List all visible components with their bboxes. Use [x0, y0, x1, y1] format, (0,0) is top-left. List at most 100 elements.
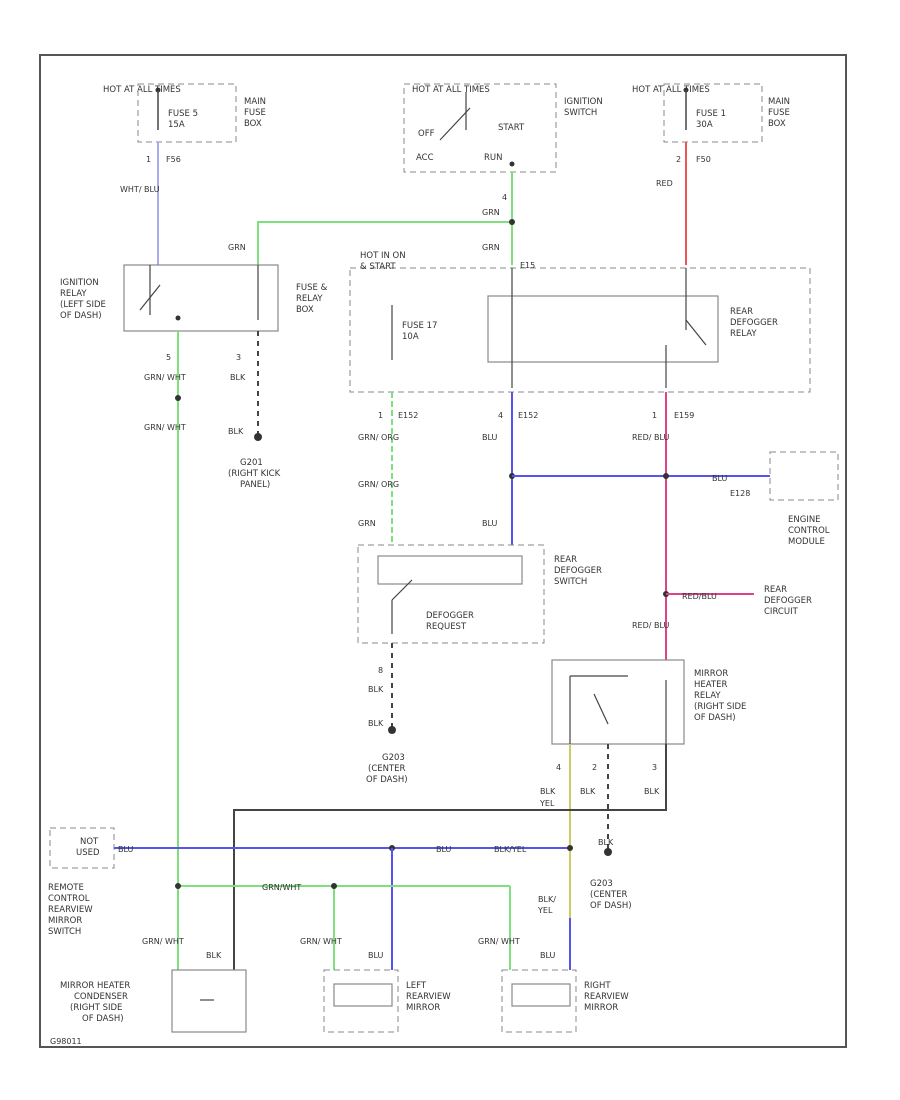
svg-text:1: 1	[652, 411, 657, 420]
svg-text:E152: E152	[398, 411, 418, 420]
svg-text:RED/BLU: RED/BLU	[682, 592, 717, 601]
svg-text:4: 4	[498, 411, 503, 420]
svg-text:GRN/ ORG: GRN/ ORG	[358, 480, 399, 489]
svg-text:G203: G203	[382, 753, 405, 763]
svg-text:4: 4	[502, 193, 507, 202]
svg-text:REARVIEW: REARVIEW	[48, 905, 93, 915]
wire-grn-to-relay	[257, 221, 512, 265]
svg-text:GRN/ WHT: GRN/ WHT	[144, 373, 186, 382]
svg-text:G201: G201	[240, 458, 263, 468]
svg-text:E159: E159	[674, 411, 694, 420]
main-fuse-box-left-1: MAIN	[244, 97, 266, 107]
svg-text:MIRROR: MIRROR	[584, 1003, 618, 1013]
svg-text:(LEFT SIDE: (LEFT SIDE	[60, 300, 106, 310]
svg-text:FUSE 17: FUSE 17	[402, 321, 437, 331]
svg-text:RELAY: RELAY	[296, 294, 323, 304]
svg-text:E128: E128	[730, 489, 750, 498]
main-fuse-box-right-2: FUSE	[768, 108, 790, 118]
fuse1-name: FUSE 1	[696, 109, 726, 119]
svg-text:G203: G203	[590, 879, 613, 889]
ign-acc: ACC	[416, 153, 434, 163]
svg-text:BLU: BLU	[482, 433, 498, 442]
svg-text:RELAY: RELAY	[694, 691, 721, 701]
svg-text:CONTROL: CONTROL	[788, 526, 830, 536]
svg-text:MODULE: MODULE	[788, 537, 825, 547]
fuse5-amps: 15A	[168, 120, 185, 130]
svg-text:RELAY: RELAY	[60, 289, 87, 299]
svg-text:CONTROL: CONTROL	[48, 894, 90, 904]
svg-text:(RIGHT SIDE: (RIGHT SIDE	[70, 1003, 122, 1013]
svg-text:FUSE &: FUSE &	[296, 283, 328, 293]
svg-text:GRN: GRN	[482, 243, 500, 252]
main-fuse-box-left-2: FUSE	[244, 108, 266, 118]
svg-text:MIRROR: MIRROR	[694, 669, 728, 679]
svg-text:F50: F50	[696, 155, 711, 164]
svg-text:4: 4	[556, 763, 561, 772]
svg-text:BLK: BLK	[540, 787, 556, 796]
svg-text:BLK: BLK	[368, 719, 384, 728]
svg-text:GRN/ WHT: GRN/ WHT	[300, 937, 342, 946]
svg-text:HOT IN ON: HOT IN ON	[360, 251, 406, 261]
svg-text:BLK: BLK	[230, 373, 246, 382]
svg-text:MIRROR HEATER: MIRROR HEATER	[60, 981, 130, 991]
svg-text:5: 5	[166, 353, 171, 362]
footer-code: G98011	[50, 1037, 82, 1046]
svg-text:1: 1	[146, 155, 151, 164]
left-rearview-mirror: LEFT REARVIEW MIRROR	[323, 969, 451, 1033]
svg-text:GRN/WHT: GRN/WHT	[262, 883, 301, 892]
svg-text:CONDENSER: CONDENSER	[74, 992, 128, 1002]
svg-text:OF DASH): OF DASH)	[590, 901, 632, 911]
svg-text:BLK/YEL: BLK/YEL	[494, 845, 527, 854]
ign-run: RUN	[484, 153, 503, 163]
mirror-heater-relay: MIRROR HEATER RELAY (RIGHT SIDE OF DASH)	[551, 659, 746, 745]
svg-text:PANEL): PANEL)	[240, 480, 270, 490]
svg-text:2: 2	[592, 763, 597, 772]
svg-text:GRN/ ORG: GRN/ ORG	[358, 433, 399, 442]
svg-text:YEL: YEL	[537, 906, 553, 915]
svg-text:BLU: BLU	[540, 951, 556, 960]
fuse-relay-box: FUSE & RELAY BOX HOT IN ON & START FUSE …	[296, 251, 811, 393]
svg-text:REQUEST: REQUEST	[426, 622, 467, 632]
svg-text:E152: E152	[518, 411, 538, 420]
svg-text:BLK: BLK	[228, 427, 244, 436]
wire-label-red: RED	[656, 179, 673, 188]
svg-text:MIRROR: MIRROR	[406, 1003, 440, 1013]
svg-text:REAR: REAR	[730, 307, 753, 317]
ign-start: START	[498, 123, 525, 133]
mirror-heater-condenser: MIRROR HEATER CONDENSER (RIGHT SIDE OF D…	[60, 969, 247, 1033]
svg-text:ENGINE: ENGINE	[788, 515, 821, 525]
fuse-5-block: HOT AT ALL TIMES FUSE 5 15A MAIN FUSE BO…	[103, 83, 266, 143]
svg-text:REAR: REAR	[764, 585, 787, 595]
main-fuse-box-right-1: MAIN	[768, 97, 790, 107]
wire-label-wht-blu: WHT/ BLU	[120, 185, 160, 194]
svg-text:& START: & START	[360, 262, 396, 272]
ign-hot-label: HOT AT ALL TIMES	[412, 85, 490, 95]
svg-text:GRN/ WHT: GRN/ WHT	[478, 937, 520, 946]
svg-text:OF DASH): OF DASH)	[694, 713, 736, 723]
svg-text:OF DASH): OF DASH)	[60, 311, 102, 321]
main-fuse-box-right-3: BOX	[768, 119, 786, 129]
ign-off: OFF	[418, 129, 435, 139]
svg-text:SWITCH: SWITCH	[48, 927, 81, 937]
svg-text:GRN/ WHT: GRN/ WHT	[142, 937, 184, 946]
svg-text:OF DASH): OF DASH)	[366, 775, 408, 785]
svg-text:(RIGHT KICK: (RIGHT KICK	[228, 469, 281, 479]
svg-text:E15: E15	[520, 261, 535, 270]
svg-text:USED: USED	[76, 848, 100, 858]
svg-text:RED/ BLU: RED/ BLU	[632, 621, 670, 630]
rear-defogger-switch: REAR DEFOGGER SWITCH DEFOGGER REQUEST	[357, 544, 602, 644]
svg-text:F56: F56	[166, 155, 181, 164]
svg-text:GRN: GRN	[358, 519, 376, 528]
svg-text:GRN: GRN	[482, 208, 500, 217]
svg-text:BLU: BLU	[482, 519, 498, 528]
svg-text:8: 8	[378, 666, 383, 675]
svg-text:BLK: BLK	[598, 838, 614, 847]
ign-switch-1: IGNITION	[564, 97, 603, 107]
svg-text:BLU: BLU	[712, 474, 728, 483]
main-fuse-box-left-3: BOX	[244, 119, 262, 129]
right-rearview-mirror: RIGHT REARVIEW MIRROR	[501, 969, 629, 1033]
svg-text:GRN/ WHT: GRN/ WHT	[144, 423, 186, 432]
fuse-1-block: HOT AT ALL TIMES FUSE 1 30A MAIN FUSE BO…	[632, 83, 790, 143]
svg-text:RIGHT: RIGHT	[584, 981, 611, 991]
